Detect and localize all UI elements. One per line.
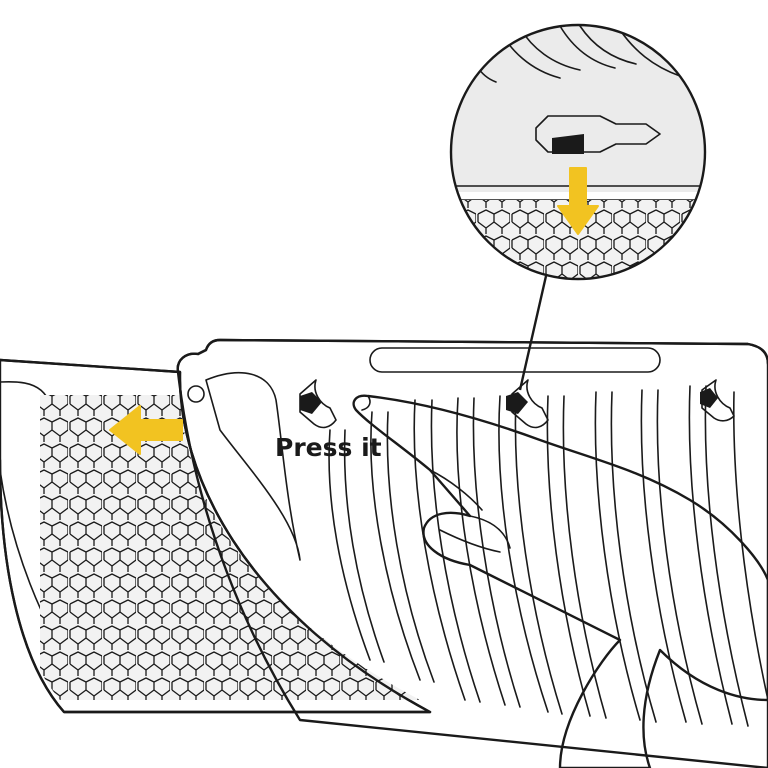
zoom-clip-key — [535, 115, 661, 154]
left-mat — [0, 358, 432, 714]
panel-corner-hole — [187, 385, 205, 403]
clip-left — [299, 379, 337, 429]
panel-grooves — [328, 385, 768, 727]
left-arrow-icon — [109, 405, 183, 455]
panel-handle-slot — [369, 347, 661, 373]
press-it-label: Press it — [275, 433, 382, 462]
zoom-detail-circle — [449, 23, 707, 281]
clip-right — [700, 379, 735, 422]
callout-leader-line — [518, 275, 548, 391]
right-panel — [176, 338, 768, 768]
down-arrow-icon — [557, 167, 599, 235]
hand-illustration — [352, 394, 768, 768]
clip-center — [506, 379, 549, 429]
